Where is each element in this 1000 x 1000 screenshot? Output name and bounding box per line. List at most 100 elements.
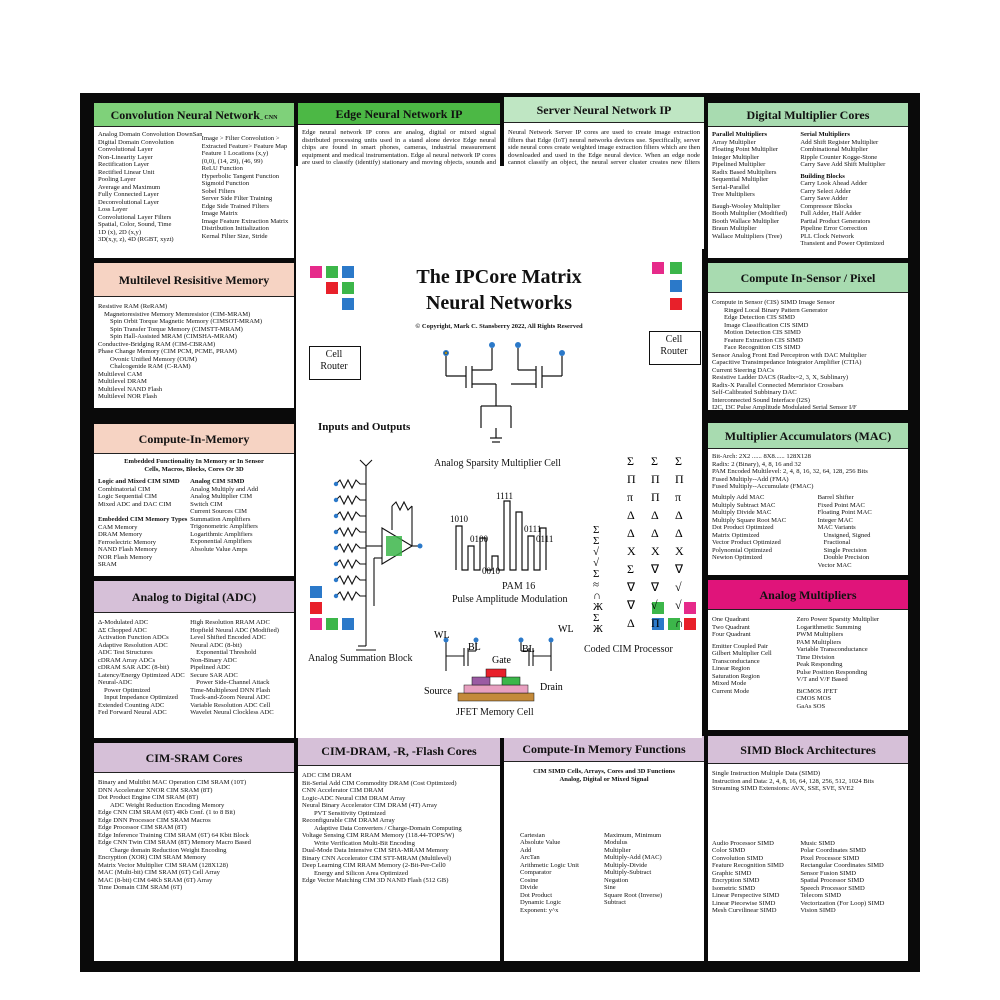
math-symbol: ∩: [593, 590, 601, 602]
jfet-wl2: WL: [558, 624, 574, 635]
list-item: Exponential Threshold: [196, 649, 257, 656]
list-item: Trigonometric Amplifiers: [190, 523, 258, 531]
list-item: Logic-ADC Neural CIM DRAM Array: [302, 794, 406, 802]
list-item: Exponential Amplifiers: [190, 538, 252, 546]
math-symbol: π: [675, 490, 682, 504]
list-item: Capacitive Transimpedance Integrator Amp…: [712, 359, 862, 366]
list-item: Absolute Value: [520, 839, 561, 847]
math-symbol: Δ: [627, 616, 635, 630]
list-item: Comparator: [520, 869, 552, 877]
color-square: [342, 298, 354, 310]
color-square: [670, 298, 682, 310]
pam-code: 0111: [536, 534, 553, 544]
list-item: Neural ADC (8-bit): [190, 641, 242, 649]
list-item: Switch CIM: [190, 500, 223, 508]
panel-sram: CIM-SRAM Cores Binary and Multibit MAC O…: [94, 743, 294, 961]
list-item: Analog, Digital or Mixed Signal: [559, 775, 649, 783]
list-item: Dot Product Engine CIM SRAM (8T): [98, 794, 199, 801]
list-item: Interconnected Sound Interface (I2S): [712, 396, 810, 404]
list-item: Conductive-Bridging RAM (CIM-CBRAM): [98, 340, 216, 348]
list-item: PLL Clock Network: [800, 232, 854, 240]
list-item: ADC Weight Reduction Encoding Memory: [110, 801, 225, 809]
list-item: Radix-X Parallel Connected Memristor Cro…: [712, 381, 844, 389]
list-item: Rectification Layer: [98, 161, 150, 168]
list-item: Serial-Parallel: [712, 183, 750, 191]
list-item: Multiply Square Root MAC: [712, 516, 787, 524]
list-item: Edge Vector Matching CIM 3D NAND Flash (…: [302, 877, 449, 884]
list-item: Multiply Divide MAC: [712, 509, 772, 517]
list-item: Analog Multiply and Add: [190, 485, 259, 493]
panel-cmf: Compute-In Memory Functions CIM SIMD Cel…: [504, 736, 704, 961]
list-item: Encryption (XOR) CIM SRAM Memory: [98, 854, 207, 861]
list-item: Image Classification CIS SIMD: [724, 321, 809, 329]
panel-server-header: Server Neural Network IP: [504, 97, 704, 123]
list-item: Graphic SIMD: [712, 869, 752, 877]
list-item: Vector Product Optimized: [712, 539, 781, 547]
list-item: DRAM Memory: [98, 531, 143, 539]
jfet-gate: Gate: [492, 655, 511, 666]
list-item: Fully Connected Layer: [98, 191, 159, 198]
color-square: [342, 282, 354, 294]
list-item: Adaptive Resolution ADC: [98, 641, 168, 649]
list-item: Edge Processor CIM SRAM (8T): [98, 824, 187, 831]
list-item: Logic Sequential CIM: [98, 493, 157, 501]
panel-server-title: Server Neural Network IP: [536, 103, 672, 117]
list-item: Dot Product: [520, 891, 553, 899]
list-item: Booth Multiplier (Modified): [712, 210, 788, 217]
list-item: Spin Hall-Assisted MRAM (CIMSHA-MRAM): [110, 333, 237, 340]
list-item: Booth Wallace Multiplier: [712, 217, 780, 225]
list-item: Fixed Point MAC: [817, 501, 865, 509]
color-square: [668, 618, 680, 630]
math-symbol: Σ: [675, 454, 682, 468]
list-item: Non-Linearity Layer: [98, 153, 153, 161]
math-symbol: Δ: [675, 508, 683, 522]
panel-cnn-col1: Analog Domain Convolution DownSamplingDi…: [98, 131, 202, 256]
list-item: Kernal Filter Size, Stride: [201, 232, 268, 240]
list-item: Transient and Power Optimized: [800, 240, 885, 247]
list-item: Extended Counting ADC: [98, 701, 165, 709]
list-item: Partial Product Generators: [800, 217, 871, 225]
math-symbol: π: [627, 490, 634, 504]
list-item: Mixed ADC and DAC CIM: [98, 500, 172, 508]
list-item: Multiply-Divide: [604, 861, 648, 869]
jfet-source: Source: [424, 686, 452, 697]
list-item: Deconvolutional Layer: [98, 198, 159, 206]
list-item: Convolutional Layer: [98, 146, 153, 153]
list-item: MAC Variants: [817, 524, 856, 532]
list-item: Wavelet Neural Clockless ADC: [190, 709, 274, 716]
list-item: Bit-Serial Add CIM Commodity DRAM (Cost …: [302, 779, 457, 787]
panel-cnn-title-suffix: _ CNN: [259, 115, 278, 121]
list-item: Vision SIMD: [800, 907, 836, 915]
list-item: Input Impedance Optimized: [104, 694, 178, 701]
list-item: Neural-ADC: [98, 679, 133, 686]
panel-cnn-col2: Image > Filter Convolution >Extracted Fe…: [202, 131, 290, 256]
list-item: Time Domain CIM SRAM (6T): [98, 884, 183, 891]
panel-sram-header: CIM-SRAM Cores: [94, 743, 294, 773]
list-item: Mixed Mode: [712, 680, 747, 687]
math-symbol: Σ: [627, 562, 634, 576]
pam-code: 1010: [450, 514, 469, 524]
list-item: DNN Accelerator XNOR CIM SRAM (8T): [98, 786, 213, 794]
list-item: cDRAM SAR ADC (8-bit): [98, 664, 169, 671]
color-square: [326, 282, 338, 294]
list-item: Vectorization (For Loop) SIMD: [800, 899, 885, 907]
panel-adc-header: Analog to Digital (ADC): [94, 581, 294, 613]
panel-cis-body: Compute in Sensor (CIS) SIMD Image Senso…: [708, 297, 908, 410]
list-item: Self-Calibrated Subbinary DAC: [712, 389, 797, 396]
list-item: Time Division: [796, 653, 835, 661]
list-item: Edge CNN Twin CIM SRAM (8T) Memory Macro…: [98, 839, 251, 846]
math-symbol: Σ: [593, 568, 600, 580]
list-item: Vector MAC: [817, 561, 852, 569]
list-item: Resistive RAM (ReRAM): [98, 303, 168, 310]
panel-cim-title: Compute-In-Memory: [138, 432, 250, 446]
list-item: Power Optimized: [104, 686, 151, 694]
math-symbol: ≈: [593, 579, 600, 591]
panel-mrm: Multilevel Resisitive Memory Resistive R…: [94, 263, 294, 408]
